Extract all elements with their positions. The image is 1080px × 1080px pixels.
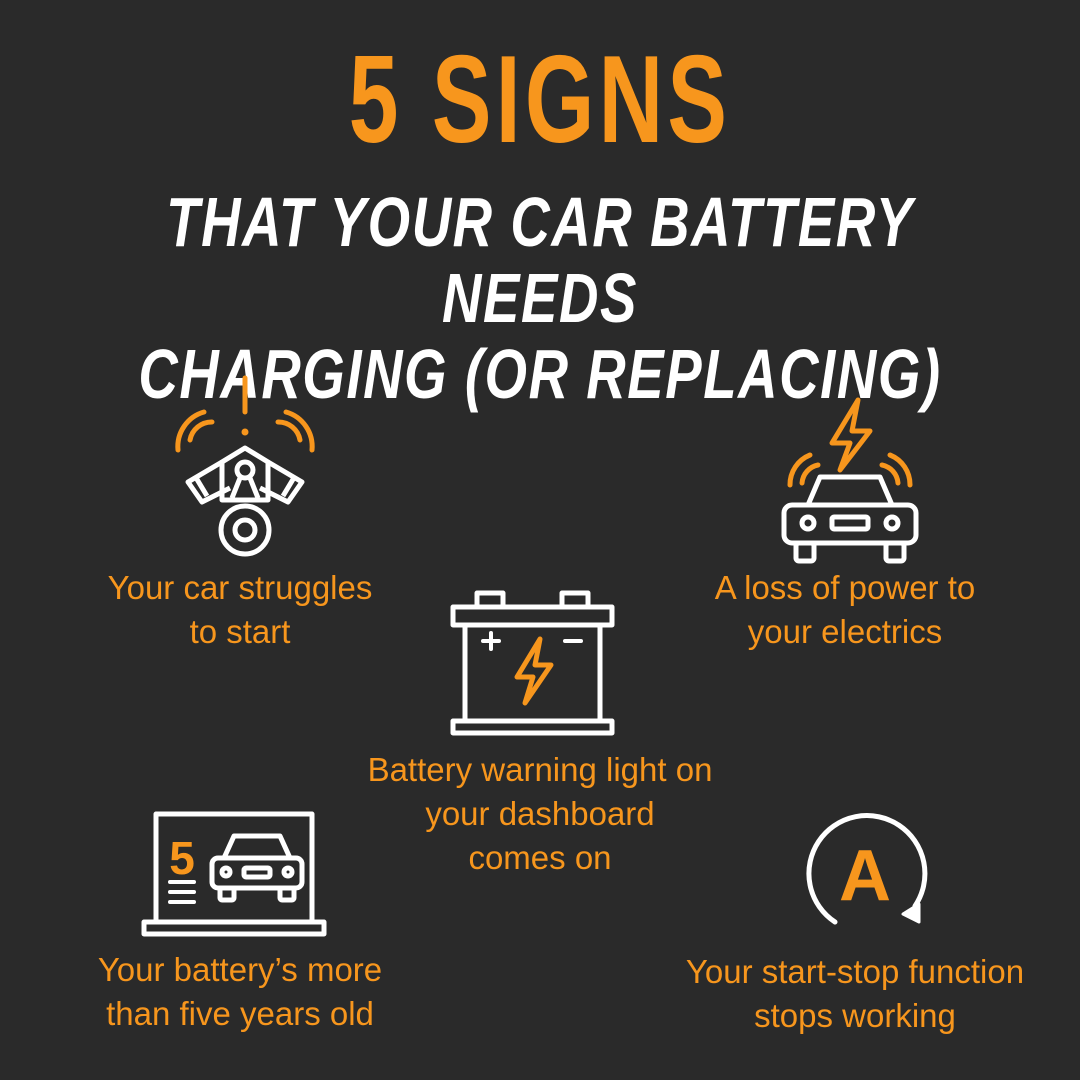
sign-loss-of-power-label: A loss of power to your electrics bbox=[714, 569, 976, 650]
sign-struggles-to-start-label: Your car struggles to start bbox=[107, 569, 373, 650]
laptop-car-age-icon: 5 bbox=[141, 811, 327, 937]
headline: 5 SIGNS bbox=[348, 31, 732, 169]
start-stop-icon: A bbox=[806, 813, 928, 925]
car-electrics-icon bbox=[781, 397, 919, 564]
sign-start-stop-label: Your start-stop function stops working bbox=[685, 953, 1025, 1034]
age-badge-number: 5 bbox=[169, 832, 195, 884]
subheadline: THAT YOUR CAR BATTERY NEEDS CHARGING (OR… bbox=[119, 184, 961, 412]
sign-battery-age-label: Your battery’s more than five years old bbox=[97, 951, 383, 1032]
sign-warning-light-label: Battery warning light on your dashboard … bbox=[367, 751, 713, 876]
subheadline-line-1: THAT YOUR CAR BATTERY NEEDS bbox=[166, 183, 914, 337]
engine-warning-icon bbox=[175, 375, 315, 557]
start-stop-badge-letter: A bbox=[839, 836, 891, 916]
subheadline-line-2: CHARGING (OR REPLACING) bbox=[138, 335, 942, 413]
battery-icon bbox=[450, 590, 615, 736]
